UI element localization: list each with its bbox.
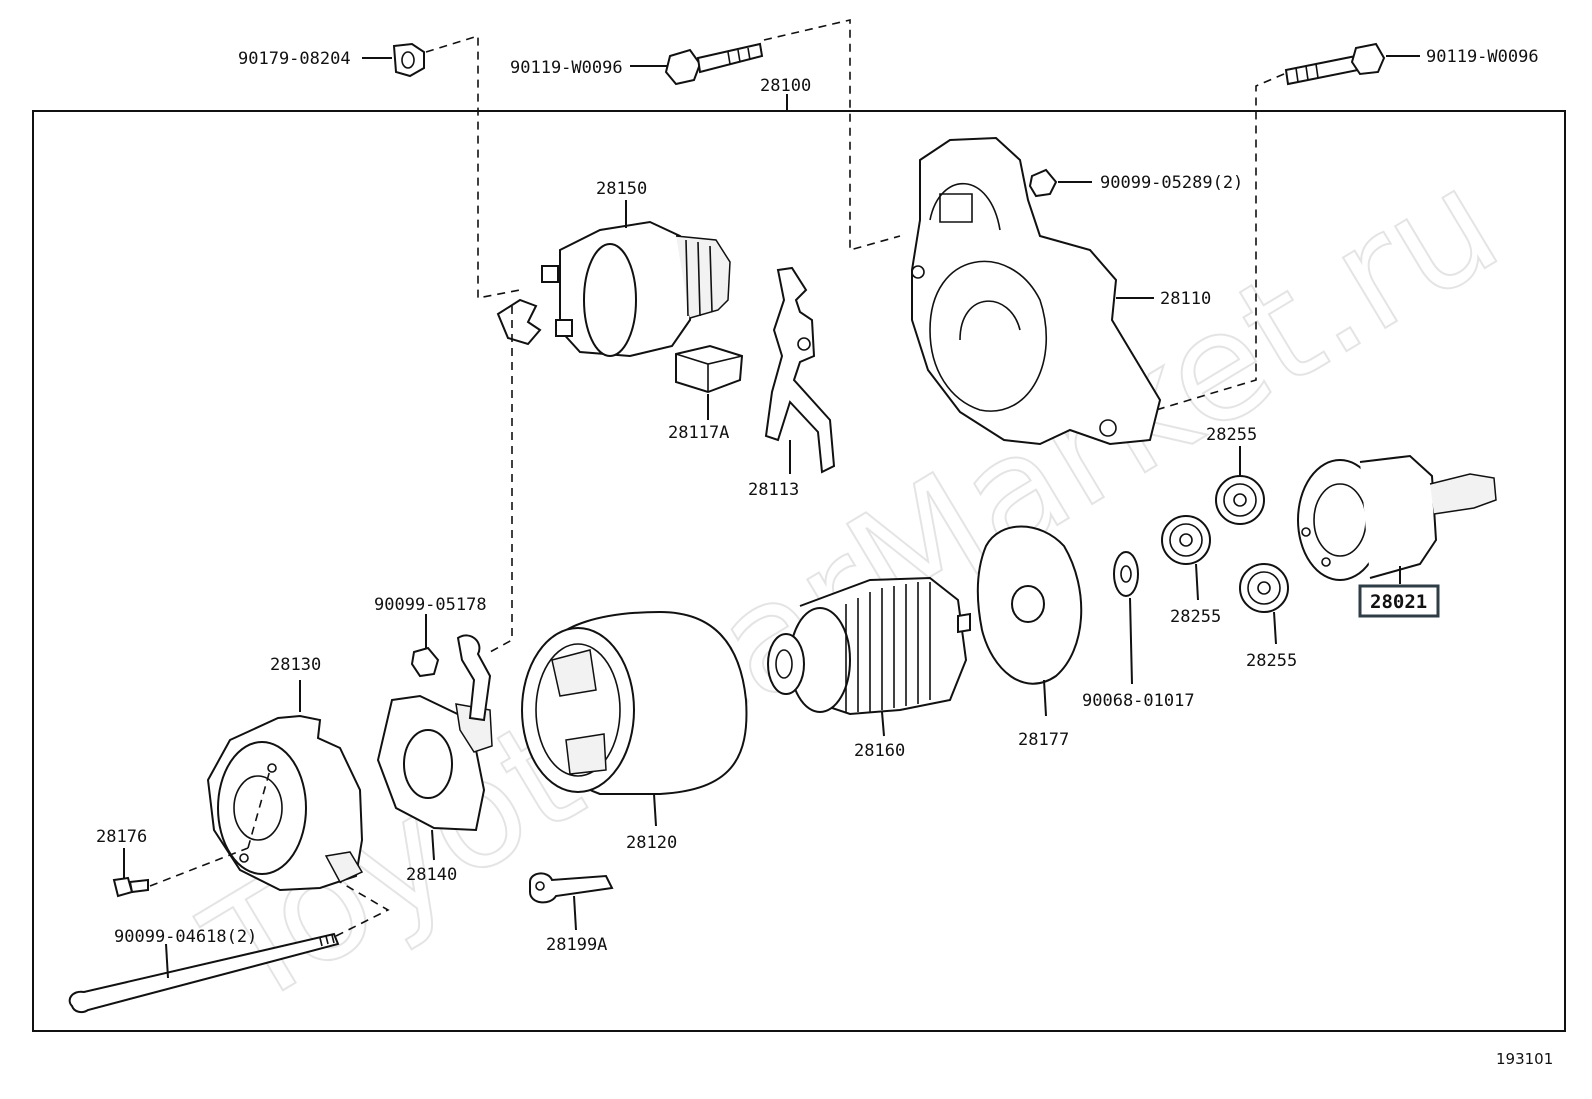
- gear-28255-top[interactable]: [1215, 446, 1265, 525]
- screw-90099-05289[interactable]: [1028, 168, 1092, 198]
- lead-28199A[interactable]: [529, 872, 614, 931]
- label-90119-W0096-right[interactable]: 90119-W0096: [1426, 47, 1539, 67]
- gear-28255-bottom[interactable]: [1239, 563, 1289, 645]
- bolt-90119-W0096-right[interactable]: [1155, 42, 1420, 411]
- label-28120[interactable]: 28120: [626, 833, 677, 853]
- nut-90179-08204[interactable]: [362, 34, 521, 299]
- housing-28110[interactable]: [911, 136, 1162, 446]
- label-28160[interactable]: 28160: [854, 741, 905, 761]
- washer-90068-01017[interactable]: [1113, 551, 1139, 685]
- lever-28113[interactable]: [764, 266, 836, 474]
- label-28255-top[interactable]: 28255: [1206, 425, 1257, 445]
- label-90099-05178[interactable]: 90099-05178: [374, 595, 487, 615]
- label-28130[interactable]: 28130: [270, 655, 321, 675]
- label-28113[interactable]: 28113: [748, 480, 799, 500]
- label-28255-bottom[interactable]: 28255: [1246, 651, 1297, 671]
- bolt-90119-W0096-left[interactable]: [630, 18, 901, 252]
- nut-90099-05178[interactable]: [410, 306, 513, 722]
- label-90068-01017[interactable]: 90068-01017: [1082, 691, 1195, 711]
- end-frame-28130[interactable]: [206, 680, 364, 892]
- figure-id: 193101: [1496, 1050, 1553, 1068]
- assembly-frame: [32, 110, 1566, 1032]
- label-90099-04618[interactable]: 90099-04618(2): [114, 927, 257, 947]
- label-28021[interactable]: 28021: [1370, 591, 1427, 613]
- through-bolt-90099-04618[interactable]: [68, 881, 390, 1014]
- plate-28177[interactable]: [976, 525, 1083, 717]
- label-28110[interactable]: 28110: [1160, 289, 1211, 309]
- clutch-28021[interactable]: [1297, 454, 1497, 584]
- label-90179-08204[interactable]: 90179-08204: [238, 49, 351, 69]
- armature-28160[interactable]: [767, 576, 971, 737]
- boot-28117A[interactable]: [675, 344, 744, 420]
- screw-28176[interactable]: [112, 769, 271, 898]
- solenoid-28150[interactable]: [496, 200, 731, 358]
- label-28140[interactable]: 28140: [406, 865, 457, 885]
- highlight-box-28021: [1358, 584, 1440, 618]
- yoke-28120[interactable]: [521, 610, 748, 827]
- label-90099-05289[interactable]: 90099-05289(2): [1100, 173, 1243, 193]
- gear-28255-left[interactable]: [1161, 515, 1211, 601]
- label-28150[interactable]: 28150: [596, 179, 647, 199]
- label-28255-left[interactable]: 28255: [1170, 607, 1221, 627]
- label-28177[interactable]: 28177: [1018, 730, 1069, 750]
- label-90119-W0096-left[interactable]: 90119-W0096: [510, 58, 623, 78]
- label-28100[interactable]: 28100: [760, 76, 811, 96]
- label-28117A[interactable]: 28117A: [668, 423, 729, 443]
- label-28199A[interactable]: 28199A: [546, 935, 607, 955]
- label-28176[interactable]: 28176: [96, 827, 147, 847]
